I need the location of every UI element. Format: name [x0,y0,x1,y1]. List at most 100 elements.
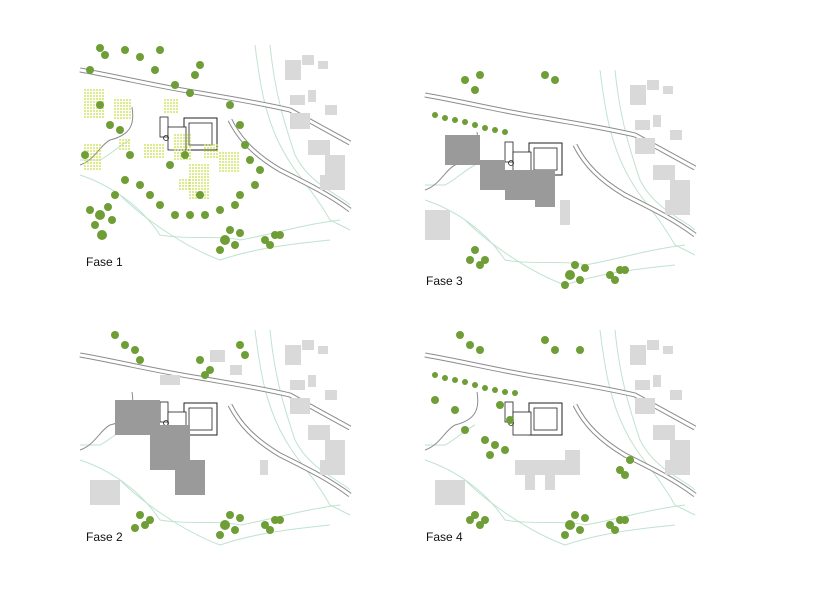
orchard-tree [99,98,101,100]
tree [506,416,514,424]
orchard-tree [96,110,98,112]
orchard-tree [174,143,176,145]
existing-building [325,390,337,400]
tree [502,129,508,135]
path [424,391,479,451]
tree [236,514,244,522]
tree [611,526,619,534]
orchard-tree [164,99,166,101]
tree [136,53,144,61]
orchard-tree [129,99,131,101]
orchard-tree [183,143,185,145]
contour-line [119,194,331,261]
panel-label-fase4: Fase 4 [426,530,463,544]
orchard-tree [84,162,86,164]
orchard-tree [189,149,191,151]
tree [431,396,439,404]
tree [201,371,209,379]
orchard-tree [99,159,101,161]
orchard-tree [174,155,176,157]
orchard-tree [182,182,184,184]
orchard-tree [96,150,98,152]
road [573,404,696,497]
orchard-tree [192,167,194,169]
existing-building [308,425,330,440]
orchard-tree [129,114,131,116]
tree [216,531,224,539]
orchard-tree [195,170,197,172]
orchard-tree [213,150,215,152]
orchard-tree [201,185,203,187]
orchard-tree [117,99,119,101]
tree [261,236,269,244]
orchard-tree [93,144,95,146]
orchard-tree [222,158,224,160]
orchard-tree [119,139,121,141]
panel-label-fase2: Fase 2 [86,530,123,544]
tree [502,389,508,395]
orchard-tree [159,156,161,158]
orchard-tree [174,158,176,160]
orchard-tree [182,185,184,187]
tree [136,511,144,519]
orchard-tree [153,150,155,152]
tree [551,76,559,84]
existing-building [290,113,310,129]
building-block [175,460,205,495]
orchard-tree [188,182,190,184]
tree [156,46,164,54]
orchard-tree [174,137,176,139]
existing-building [647,80,659,90]
tree [126,151,134,159]
tree [541,336,549,344]
tree [606,271,614,279]
orchard-tree [156,153,158,155]
orchard-tree [93,147,95,149]
orchard-tree [179,182,181,184]
building-block [515,460,575,475]
orchard-tree [225,161,227,163]
tree [581,514,589,522]
road [228,119,351,212]
orchard-tree [87,150,89,152]
existing-building [663,86,673,94]
orchard-tree [102,116,104,118]
orchard-tree [228,155,230,157]
orchard-tree [90,113,92,115]
tree [442,115,448,121]
orchard-tree [207,156,209,158]
orchard-tree [185,179,187,181]
orchard-tree [204,179,206,181]
orchard-tree [216,150,218,152]
orchard-tree [207,194,209,196]
orchard-tree [234,155,236,157]
orchard-tree [177,152,179,154]
tree [241,141,249,149]
orchard-tree [117,111,119,113]
orchard-tree [204,185,206,187]
orchard-tree [177,146,179,148]
orchard-tree [204,191,206,193]
orchard-tree [176,99,178,101]
orchard-tree [189,194,191,196]
panel-label-fase3: Fase 3 [426,274,463,288]
orchard-tree [87,110,89,112]
orchard-tree [222,152,224,154]
tree [151,66,159,74]
orchard-tree [90,159,92,161]
orchard-tree [183,149,185,151]
monastery-wing [512,411,532,436]
contour-line [599,69,696,256]
orchard-tree [174,149,176,151]
monastery [504,401,563,436]
orchard-tree [126,102,128,104]
orchard-tree [192,188,194,190]
orchard-tree [234,170,236,172]
existing-building [653,115,661,127]
orchard-tree [123,102,125,104]
orchard-tree [90,156,92,158]
orchard-tree [231,152,233,154]
orchard-tree [189,176,191,178]
orchard-tree [189,155,191,157]
orchard-tree [189,158,191,160]
